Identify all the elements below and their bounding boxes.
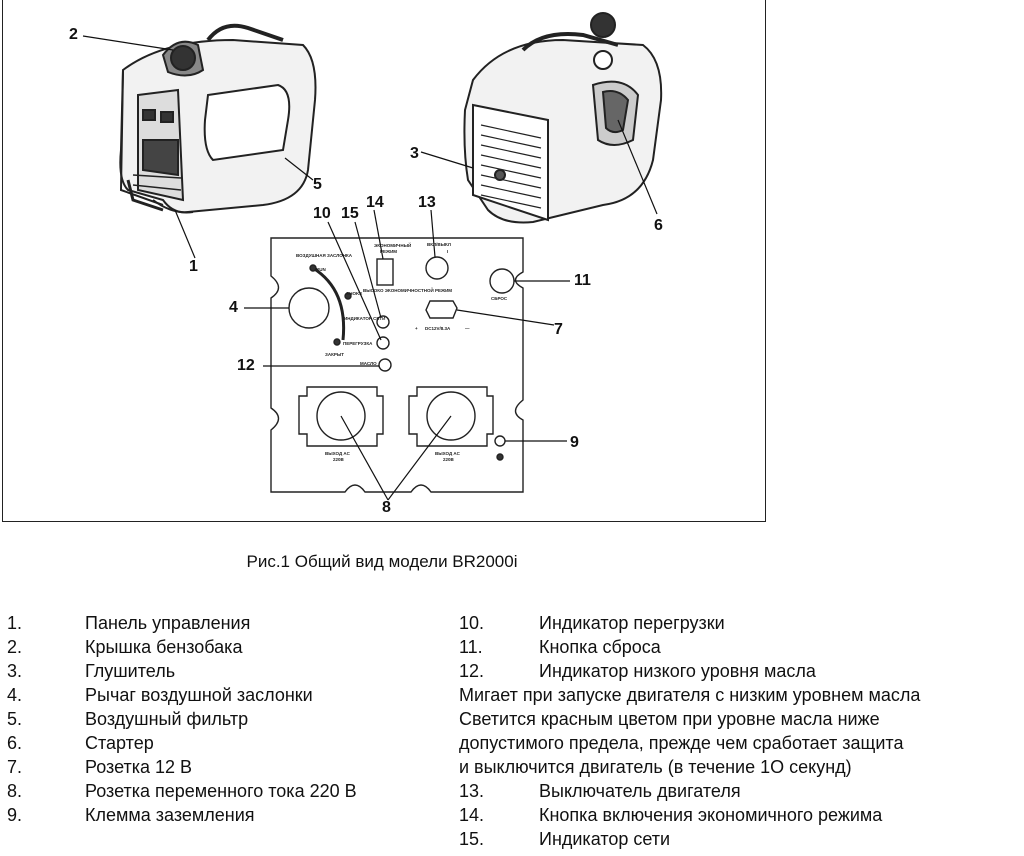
label-eco-title-2: РЕЖИМ <box>380 249 397 254</box>
label-choke-top: ВОЗДУШНАЯ ЗАСЛОНКА <box>296 253 353 258</box>
generator-right-illustration <box>463 12 663 224</box>
legend-number: 10. <box>459 613 485 633</box>
legend-text: Индикатор сети <box>539 829 671 849</box>
callout-6: 6 <box>654 217 663 234</box>
legend-text: Индикатор низкого уровня масла <box>539 661 816 681</box>
oil-indicator-drawing <box>378 358 392 372</box>
label-outlet-1-v: 220В <box>333 457 345 462</box>
legend-item: 11. Кнопка сброса <box>459 635 1024 659</box>
callout-14: 14 <box>366 194 384 211</box>
legend-text: Клемма заземления <box>85 805 255 825</box>
label-choke: CHOKE <box>346 291 362 296</box>
legend-number: 11. <box>459 637 483 657</box>
label-switch-state: I <box>447 249 448 254</box>
legend-item: 8. Розетка переменного тока 220 В <box>7 779 447 803</box>
legend-text: Индикатор перегрузки <box>539 613 725 633</box>
legend-item: 14. Кнопка включения экономичного режима <box>459 803 1024 827</box>
label-overload: ПЕРЕГРУЗКА <box>343 341 373 346</box>
callout-7: 7 <box>554 321 563 338</box>
legend-item: 3. Глушитель <box>7 659 447 683</box>
label-dc-minus: — <box>465 326 470 331</box>
callout-4: 4 <box>229 299 238 316</box>
legend-text: Розетка 12 В <box>85 757 193 777</box>
legend-number: 2. <box>7 637 23 657</box>
legend-text: Воздушный фильтр <box>85 709 249 729</box>
callout-15: 15 <box>341 205 359 222</box>
dc-socket-drawing <box>425 300 458 319</box>
legend-left: 1. Панель управления 2. Крышка бензобака 3… <box>7 611 447 827</box>
power-indicator-drawing <box>376 315 390 329</box>
legend-number: 15. <box>459 829 485 849</box>
callout-8: 8 <box>382 499 391 516</box>
legend-text: Рычаг воздушной заслонки <box>85 685 313 705</box>
legend-note-line: допустимого предела, прежде чем сработае… <box>459 733 904 753</box>
label-outlet-2-v: 220В <box>443 457 455 462</box>
legend-text: Кнопка включения экономичного режима <box>539 805 883 825</box>
legend-item: 12. Индикатор низкого уровня масла <box>459 659 1024 683</box>
label-reset: СБРОС <box>491 296 508 301</box>
callout-leaders <box>82 35 658 501</box>
legend-right: 10. Индикатор перегрузки 11. Кнопка сброса… <box>459 611 1024 851</box>
legend-item: 7. Розетка 12 В <box>7 755 447 779</box>
legend-number: 5. <box>7 709 23 729</box>
eco-switch-drawing <box>376 258 394 286</box>
legend-item: 2. Крышка бензобака <box>7 635 447 659</box>
legend-item: 15. Индикатор сети <box>459 827 1024 851</box>
generator-left-illustration <box>119 23 317 214</box>
figure-caption: Рис.1 Общий вид модели BR2000i <box>246 552 518 571</box>
label-eco-sub: ВЫСОКО ЭКОНОМИЧНОСТНОЙ РЕЖИМ <box>363 286 452 293</box>
legend-number: 9. <box>7 805 23 825</box>
legend-text: Розетка переменного тока 220 В <box>85 781 357 801</box>
callout-13: 13 <box>418 194 436 211</box>
figure-frame: ВОЗДУШНАЯ ЗАСЛОНКА RUN CHOKE ЗАКРЫТ ЭКОН… <box>2 0 766 522</box>
legend-number: 6. <box>7 733 23 753</box>
label-oil: МАСЛО <box>360 361 377 366</box>
engine-switch-drawing <box>425 256 449 280</box>
label-outlet-1: ВЫХОД АС <box>325 451 351 456</box>
legend-text: Глушитель <box>85 661 176 681</box>
callout-11: 11 <box>574 272 591 289</box>
legend-number: 1. <box>7 613 23 633</box>
legend-item: 10. Индикатор перегрузки <box>459 611 1024 635</box>
legend-text: Панель управления <box>85 613 251 633</box>
label-close: ЗАКРЫТ <box>325 352 344 357</box>
legend-number: 7. <box>7 757 23 777</box>
legend-note-line: Светится красным цветом при уровне масла… <box>459 709 880 729</box>
legend-note-line: Мигает при запуске двигателя с низким ур… <box>459 685 921 705</box>
callout-2: 2 <box>69 26 78 43</box>
legend-item: 4. Рычаг воздушной заслонки <box>7 683 447 707</box>
legend-number: 3. <box>7 661 23 681</box>
overload-indicator-drawing <box>376 336 390 350</box>
generator-illustration: ВОЗДУШНАЯ ЗАСЛОНКА RUN CHOKE ЗАКРЫТ ЭКОН… <box>82 12 663 501</box>
legend-text: Выключатель двигателя <box>539 781 741 801</box>
label-dc-plus: + <box>415 326 418 331</box>
label-power-indicator: ИНДИКАТОР СЕТИ <box>344 316 385 321</box>
label-switch-title: ВКЛ/ВЫКЛ <box>427 242 451 247</box>
callout-5: 5 <box>313 176 322 193</box>
legend-note-line: и выключится двигатель (в течение 1О сек… <box>459 757 852 777</box>
legend-text: Стартер <box>85 733 154 753</box>
legend-item: 9. Клемма заземления <box>7 803 447 827</box>
legend-number: 13. <box>459 781 485 801</box>
legend-item: 6. Стартер <box>7 731 447 755</box>
legend-number: 14. <box>459 805 485 825</box>
legend-number: 12. <box>459 661 485 681</box>
callout-10: 10 <box>313 205 331 222</box>
label-run: RUN <box>316 267 326 272</box>
legend-item: 13. Выключатель двигателя <box>459 779 1024 803</box>
label-dc: DC12V/8.3A <box>425 326 451 331</box>
callout-9: 9 <box>570 434 579 451</box>
label-outlet-2: ВЫХОД АС <box>435 451 461 456</box>
legend-text: Крышка бензобака <box>85 637 243 657</box>
callout-1: 1 <box>189 258 198 275</box>
callout-3: 3 <box>410 145 419 162</box>
legend-item: 5. Воздушный фильтр <box>7 707 447 731</box>
legend-text: Кнопка сброса <box>539 637 661 657</box>
control-panel-drawing <box>270 237 524 493</box>
label-eco-title-1: ЭКОНОМИЧНЫЙ <box>374 241 411 248</box>
callout-12: 12 <box>237 357 255 374</box>
legend-item: 1. Панель управления <box>7 611 447 635</box>
legend-number: 8. <box>7 781 23 801</box>
legend-number: 4. <box>7 685 23 705</box>
